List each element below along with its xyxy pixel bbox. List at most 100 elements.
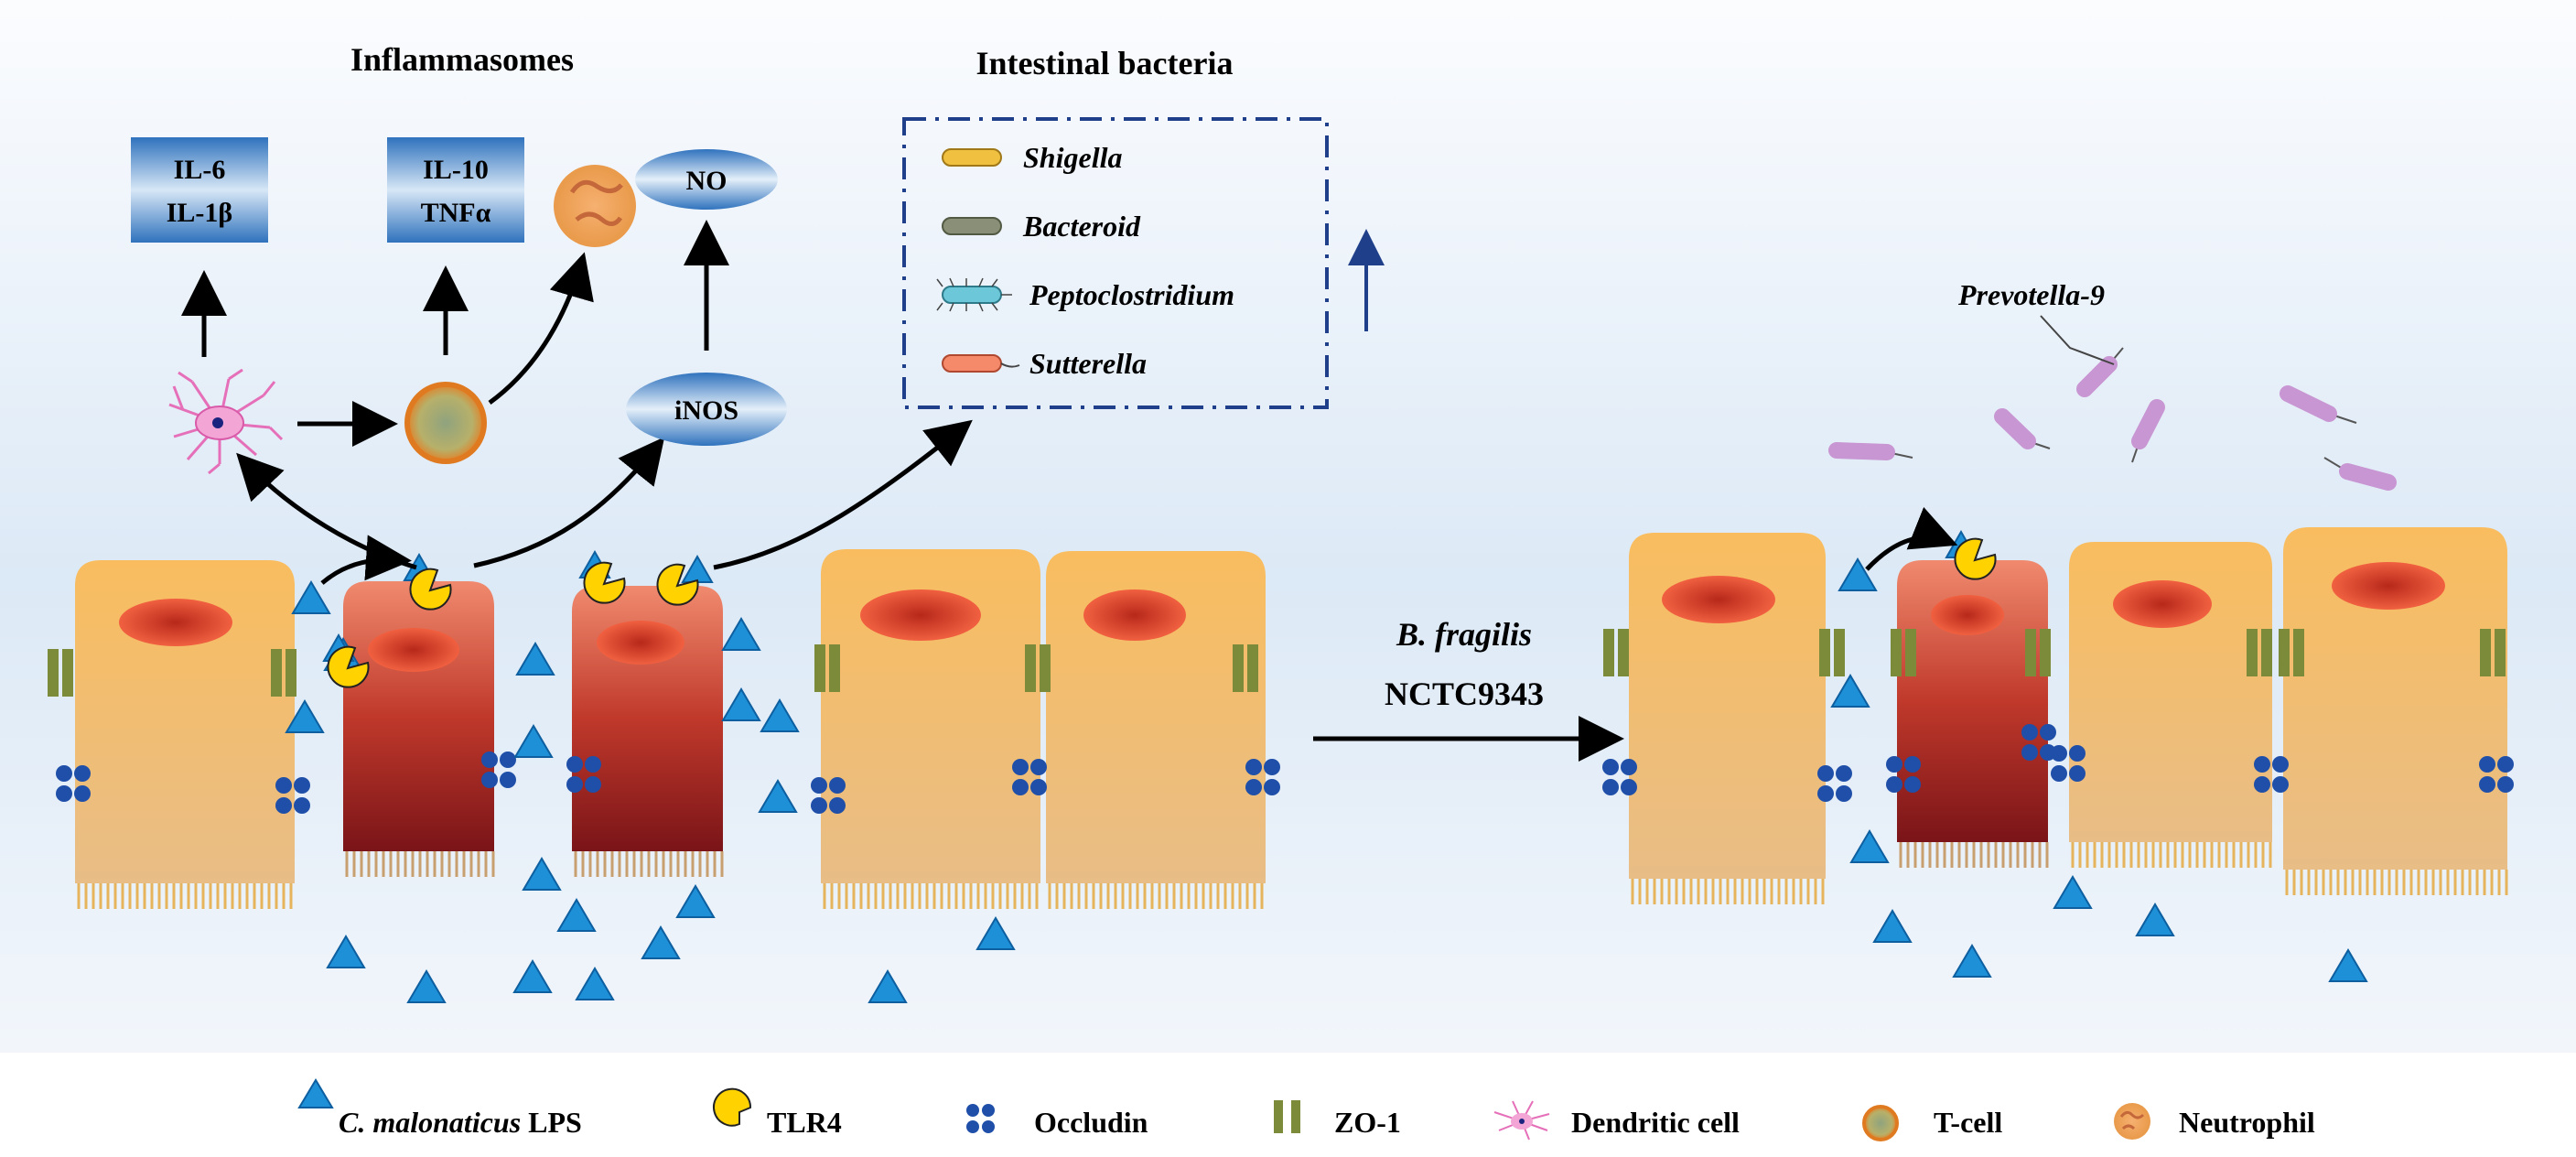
- epithelial-cell-6: [2283, 527, 2508, 895]
- cytokine-box-il6: IL-6 IL-1β: [131, 137, 268, 243]
- epithelial-cell-3: [1046, 551, 1266, 909]
- occludin-icon: [275, 777, 310, 814]
- epithelial-cell-4: [1629, 533, 1826, 904]
- peptoclostridium-icon: [936, 277, 1012, 312]
- lps-icon: [721, 617, 761, 651]
- dendritic-cell-icon: [168, 368, 284, 475]
- bacteria-name-peptoclostridium: Peptoclostridium: [1029, 278, 1234, 311]
- lps-icon: [675, 884, 716, 918]
- pathway-arrows: [181, 220, 1958, 762]
- lps-icon: [291, 580, 331, 614]
- lps-icon: [1838, 557, 1878, 591]
- legend-lps-italic: C. malonaticus: [339, 1106, 521, 1139]
- arrow-tlr4-to-inos: [473, 437, 665, 568]
- prevotella-icon: [2280, 385, 2357, 424]
- zo1-icon: [2247, 629, 2258, 676]
- epithelium-layer: [75, 527, 2508, 909]
- zo1-icon: [1040, 644, 1051, 692]
- cytokine-tnfa-text: TNFα: [421, 198, 491, 228]
- occludin-icon: [2479, 756, 2514, 793]
- sutterella-icon: [942, 354, 1020, 373]
- zo1-icon: [2261, 629, 2272, 676]
- cytokine-il6-text: IL-6: [174, 155, 226, 185]
- lps-icon: [2328, 948, 2368, 982]
- prevotella-icon: [1994, 408, 2051, 449]
- lps-icon: [641, 925, 681, 959]
- legend-dendritic-icon: [1493, 1100, 1550, 1141]
- zo1-icon: [2025, 629, 2036, 676]
- zo1-icon: [1025, 644, 1036, 692]
- lps-icon: [512, 959, 553, 993]
- zo1-icon: [62, 649, 73, 697]
- inflamed-cell-2: [572, 586, 724, 877]
- legend-lps-icon: [297, 1078, 334, 1108]
- zo1-icon: [2293, 629, 2304, 676]
- prevotella-icon: [2323, 457, 2397, 491]
- lps-icon: [326, 935, 366, 968]
- t-cell-icon: [404, 382, 487, 464]
- occludin-icon: [1602, 759, 1637, 795]
- zo1-icon: [48, 649, 59, 697]
- treatment-strain: NCTC9343: [1385, 676, 1544, 712]
- zo1-icon: [2495, 629, 2506, 676]
- legend-tcell-icon: [1862, 1105, 1899, 1141]
- occludin-icon: [566, 756, 601, 793]
- legend-neutrophil-label: Neutrophil: [2179, 1106, 2315, 1139]
- arrow-tlr4-to-bacteria: [713, 419, 973, 570]
- zo1-icon: [1905, 629, 1916, 676]
- zo1-icon: [286, 649, 296, 697]
- zo1-icon: [1603, 629, 1614, 676]
- occludin-icon: [1817, 765, 1852, 802]
- prevotella-label: Prevotella-9: [1957, 278, 2105, 311]
- legend-background: [0, 1053, 2576, 1152]
- prevotella-icon: [1828, 442, 1913, 460]
- legend-occludin-label: Occludin: [1034, 1106, 1148, 1139]
- epithelial-cell-5: [2069, 542, 2272, 868]
- prevotella-icon: [2076, 347, 2124, 397]
- no-label: NO: [686, 166, 728, 196]
- lps-icon: [285, 699, 325, 733]
- occludin-icon: [56, 765, 91, 802]
- lps-icon: [868, 969, 908, 1003]
- legend-lps-rest: LPS: [521, 1106, 582, 1139]
- lps-icon: [575, 967, 615, 1000]
- legend-tlr4-label: TLR4: [767, 1106, 842, 1139]
- zo1-icon: [829, 644, 840, 692]
- zo1-icon: [2480, 629, 2491, 676]
- occludin-icon: [1245, 759, 1280, 795]
- inos-enzyme: iNOS: [626, 373, 787, 446]
- bacteria-name-sutterella: Sutterella: [1029, 347, 1147, 380]
- lps-icon: [721, 687, 761, 721]
- prevotella-pointer: [2040, 315, 2115, 365]
- arrow-lps-to-tlr4-treated: [1865, 506, 1958, 571]
- zo1-icon: [2040, 629, 2051, 676]
- lps-icon: [556, 898, 597, 932]
- bacteroid-icon: [942, 217, 1002, 235]
- prevotella-bacteria: [1828, 347, 2397, 491]
- legend-zo1-label: ZO-1: [1334, 1106, 1401, 1139]
- lps-icon: [758, 779, 798, 813]
- occludin-icon: [481, 752, 516, 788]
- lps-icon: [406, 969, 447, 1003]
- tlr4-icon: [1954, 537, 1997, 580]
- lps-icon: [522, 857, 562, 891]
- cytokine-il1b-text: IL-1β: [167, 198, 232, 228]
- lps-icon: [1830, 674, 1870, 708]
- lps-icon: [1952, 944, 1992, 978]
- zo1-icon: [2279, 629, 2290, 676]
- lps-icon: [1849, 829, 1890, 863]
- bacteria-name-shigella: Shigella: [1023, 141, 1122, 174]
- legend-neutrophil-icon: [2114, 1103, 2150, 1140]
- epithelial-cell-2: [821, 549, 1040, 909]
- legend-zo1-icon: [1274, 1100, 1300, 1133]
- legend: C. malonaticus LPS TLR4 Occludin ZO-1 De…: [297, 1078, 2315, 1141]
- neutrophil-icon: [554, 165, 636, 247]
- occludin-icon: [811, 777, 846, 814]
- occludin-icon: [2051, 745, 2086, 782]
- tlr4-icon: [327, 645, 370, 688]
- prevotella-icon: [2131, 399, 2165, 463]
- treatment-bacterium: B. fragilis: [1396, 616, 1532, 653]
- inflamed-cell-1: [343, 581, 495, 877]
